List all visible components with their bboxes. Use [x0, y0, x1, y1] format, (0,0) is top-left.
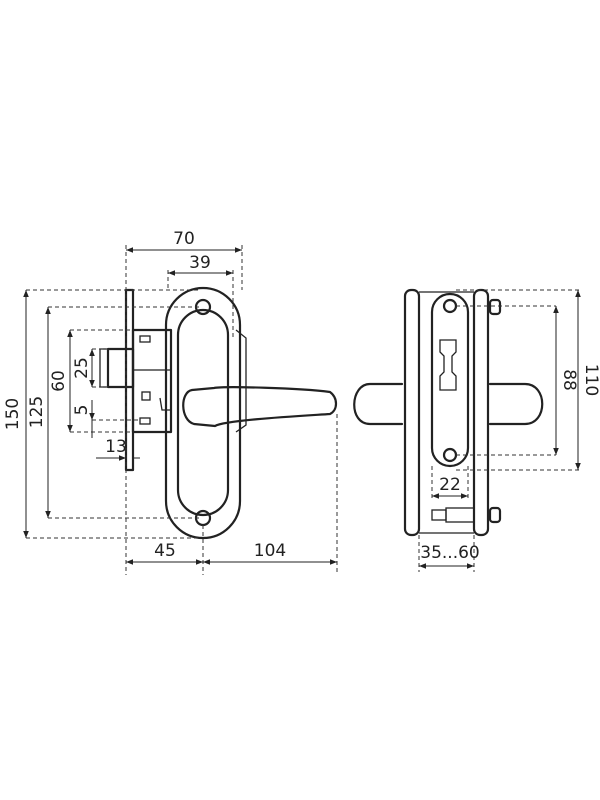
side-outer-plate-left [403, 288, 421, 537]
dim-side-hole-spacing: 88 [559, 369, 579, 391]
dim-lock-case-height: 60 [49, 370, 69, 392]
side-inner-plate [430, 292, 470, 468]
side-lever-right [488, 382, 544, 426]
side-outer-plate-right [472, 288, 490, 537]
dim-handle-length: 104 [254, 541, 286, 561]
dim-faceplate-depth: 13 [105, 437, 127, 457]
dim-latch-height: 25 [72, 357, 92, 379]
dim-hole-spacing: 125 [27, 396, 47, 428]
dim-width-39: 39 [189, 253, 211, 273]
mortise-lock-body [99, 288, 173, 472]
lever-handle [182, 386, 338, 428]
dim-cylinder-width: 22 [439, 475, 461, 495]
side-view [353, 288, 544, 537]
cylinder-slot [439, 339, 457, 391]
front-view [99, 286, 338, 540]
dim-handle-offset: 45 [154, 541, 176, 561]
side-lever-left [353, 382, 404, 426]
side-dimensions: 88 110 22 35...60 [418, 289, 600, 572]
dim-width-70: 70 [173, 229, 195, 249]
dim-side-plate-height: 110 [581, 364, 600, 396]
dim-total-height: 150 [3, 398, 23, 430]
front-dimensions: 150 125 60 25 5 13 70 39 45 104 [3, 229, 338, 575]
escutcheon-plate [164, 286, 247, 540]
dim-door-thickness: 35...60 [420, 543, 479, 563]
dim-small-offset: 5 [72, 405, 92, 416]
